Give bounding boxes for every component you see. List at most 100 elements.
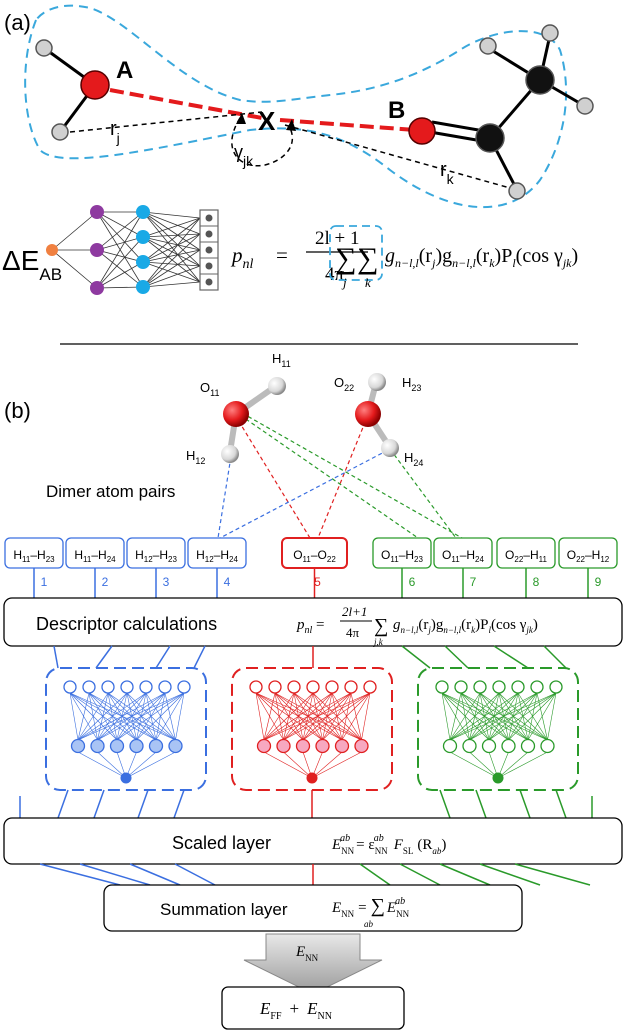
nn-input-node [549,680,563,694]
water2-h24 [381,439,399,457]
water2-oxygen [355,401,381,427]
nn-hidden-node [354,738,369,754]
atom-b-label: B [388,97,405,124]
desc-formula-lhs: pnl = [296,617,325,636]
atom-h [576,97,594,115]
pair-number: 5 [314,575,321,589]
nn-block-red [231,646,393,818]
gamma-arc [231,117,294,167]
formula-eq: = [276,243,288,267]
output-arrow [243,933,383,995]
nn-hidden1-node [90,281,104,295]
center-x-label: X [258,106,276,136]
pair-label: H12–H23 [135,548,177,564]
nn-input-node [287,680,301,694]
nn-hidden-node [70,738,86,754]
pair-label: H12–H24 [196,548,238,564]
atom-carbon [525,65,555,95]
water1-h12 [221,445,239,463]
scaled-layer-label: Scaled layer [172,833,271,853]
nn-hidden-node [501,738,516,754]
nn-input-node [139,680,153,694]
atom-a-label: A [116,57,133,84]
nn-input-node [492,680,506,694]
summation-layer-box [103,884,523,932]
pair-box-5: O11–O22 5 [281,537,348,598]
atom-labels: O11 H11 H12 O22 H23 H24 [186,351,423,468]
gamma-label: γjk [234,142,254,169]
formula-sum-k: ∑ [357,242,378,275]
rj-label: rj [110,118,120,146]
nn-hidden-node [168,738,183,754]
formula-frac-num: 2l + 1 [315,228,360,249]
desc-sum: ∑ [374,615,388,637]
nn-input-node [511,680,525,694]
desc-formula-body: gn−l,l(rj)gn−l,l(rk)Pl(cos γjk) [393,617,538,635]
nn-input-node [46,244,58,256]
summation-layer-label: Summation layer [160,900,288,919]
output-arrow-label: ENN [295,944,319,963]
nn-input-node [101,680,115,694]
label-h24: H24 [404,450,423,468]
link-h12-pair4 [217,449,233,539]
nn-hidden-node [129,738,144,754]
bond-x-b [279,118,416,132]
nn-hidden-node [256,738,272,754]
nn-input-node [325,680,339,694]
pair-label: H11–H23 [13,548,55,564]
nn-output-node [492,772,504,784]
formula-body: gn−l,l(rj)gn−l,l(rk)Pl(cos γjk) [385,245,578,270]
pair-box-6: O11–H23 6 [372,537,432,598]
nn-input-node [82,680,96,694]
pair-label: O11–H23 [381,548,423,564]
scaled-to-summation-connectors [39,863,591,886]
nn-block-green [401,645,593,819]
nn-hidden-node [276,738,291,754]
panel-a-label: (a) [4,10,31,35]
nn-input-node [454,680,468,694]
desc-frac-num: 2l+1 [342,604,367,619]
formula-sum-j: ∑ [335,242,356,275]
final-energy-formula: EFF+ENN [259,999,332,1022]
pair-number: 6 [409,575,416,589]
atom-a-oxygen [80,70,110,100]
formula-sum-j-index: j [341,275,347,290]
panel-b: (b) O11 H11 H12 O22 H23 H24 Dimer atom p… [3,351,623,1030]
link-o22-pair5 [317,414,369,539]
atom-h [479,37,497,55]
panel-a: (a) A [2,4,594,345]
pair-label: O11–O22 [293,548,336,564]
nn-input-node [306,680,320,694]
atom-b-oxygen [408,117,436,145]
nn-hidden2-node [136,255,150,269]
formula-sum-k-index: k [365,275,371,290]
link-h24-pair4 [219,449,389,539]
nn-hidden-node [520,738,536,754]
atom-h [508,182,526,200]
nn-hidden-node [462,738,477,754]
dimer-atom-pairs-label: Dimer atom pairs [46,482,175,501]
atom-h [35,39,53,57]
nn-hidden-node [148,738,164,754]
nn-input-node [158,680,172,694]
nn-input-node [435,680,449,694]
nn-blocks [19,645,593,819]
water2-h23 [368,373,386,391]
rk-line [284,124,511,189]
nn-block-blue [19,645,207,819]
nn-input-node [63,680,77,694]
desc-frac-den: 4π [346,625,360,640]
pair-number: 8 [533,575,540,589]
link-o11-pair5 [234,414,311,539]
water1-h11 [268,377,286,395]
pair-number: 2 [102,575,109,589]
nn-input-node [120,680,134,694]
nn-hidden-node [315,738,330,754]
label-h12: H12 [186,448,205,466]
nn-hidden-node [442,738,458,754]
